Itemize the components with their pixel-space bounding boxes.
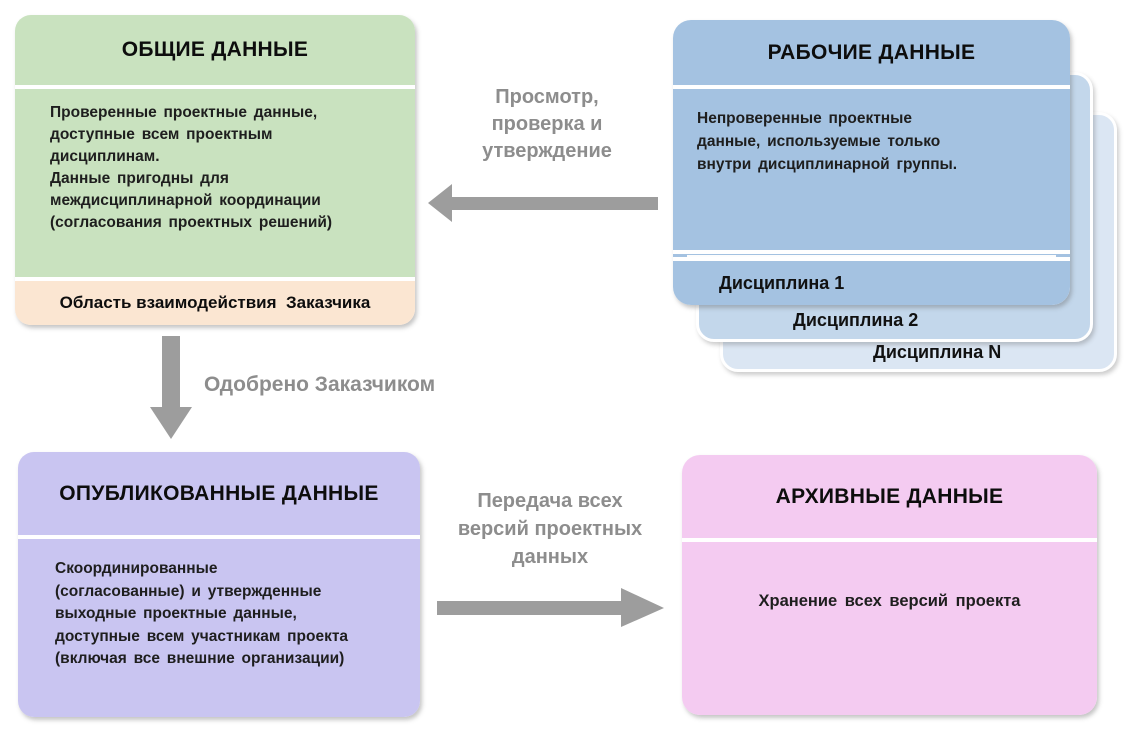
review-connector-label: Просмотр, проверка и утверждение bbox=[482, 86, 612, 162]
working-data-title: РАБОЧИЕ ДАННЫЕ bbox=[673, 20, 1070, 85]
working-data-box: РАБОЧИЕ ДАННЫЕ Непроверенные проектные д… bbox=[673, 20, 1070, 305]
transfer-connector-label: Передача всех версий проектных данных bbox=[457, 490, 643, 568]
working-data-description: Непроверенные проектные данные, использу… bbox=[673, 89, 1070, 250]
published-data-title: ОПУБЛИКОВАННЫЕ ДАННЫЕ bbox=[18, 452, 420, 535]
transfer-arrow-right-icon bbox=[437, 588, 664, 627]
archive-data-box: АРХИВНЫЕ ДАННЫЕ Хранение всех версий про… bbox=[682, 455, 1097, 715]
discipline-1-label: Дисциплина 1 bbox=[673, 261, 1070, 305]
archive-data-title: АРХИВНЫЕ ДАННЫЕ bbox=[682, 455, 1097, 538]
review-arrow-left-icon bbox=[428, 184, 658, 222]
shared-data-title: ОБЩИЕ ДАННЫЕ bbox=[15, 15, 415, 85]
published-data-box: ОПУБЛИКОВАННЫЕ ДАННЫЕ Скоординированные … bbox=[18, 452, 420, 717]
approval-arrow-down-icon bbox=[150, 336, 192, 439]
discipline-2-label: Дисциплина 2 bbox=[793, 310, 919, 330]
customer-interaction-strip: Область взаимодействия Заказчика bbox=[15, 281, 415, 325]
shared-data-description: Проверенные проектные данные, доступные … bbox=[15, 89, 415, 277]
approval-connector-label: Одобрено Заказчиком bbox=[204, 373, 436, 396]
shared-data-box: ОБЩИЕ ДАННЫЕ Проверенные проектные данны… bbox=[15, 15, 415, 325]
discipline-n-label: Дисциплина N bbox=[873, 342, 1002, 362]
published-data-description: Скоординированные (согласованные) и утве… bbox=[18, 539, 420, 717]
working-data-divider bbox=[673, 254, 1070, 257]
archive-data-description: Хранение всех версий проекта bbox=[682, 542, 1097, 715]
